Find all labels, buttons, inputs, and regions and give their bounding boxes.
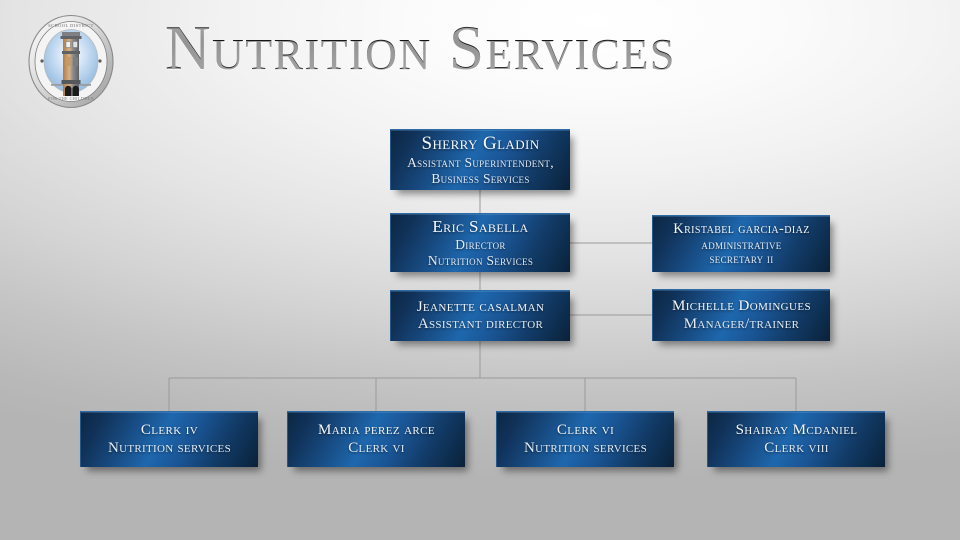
org-node-subtitle-2: Nutrition Services (427, 252, 534, 268)
org-node-subtitle-1: administrative (701, 237, 782, 252)
org-node-jeanette-casalman[interactable]: Jeanette casalman Assistant director (390, 290, 570, 341)
org-node-name: Eric Sabella (432, 217, 529, 237)
org-node-eric-sabella[interactable]: Eric Sabella Director Nutrition Services (390, 213, 570, 272)
svg-text:SCHOOL DISTRICT: SCHOOL DISTRICT (48, 23, 94, 28)
org-node-subtitle-1: Nutrition services (108, 439, 231, 456)
org-node-clerk-iv-nutrition-services[interactable]: Clerk iv Nutrition services (80, 411, 258, 467)
org-node-clerk-vi-nutrition-services[interactable]: Clerk vi Nutrition services (496, 411, 674, 467)
slide-header: SCHOOL DISTRICT FOR THE CHILDREN Nutriti… (0, 0, 960, 115)
school-district-seal-logo: SCHOOL DISTRICT FOR THE CHILDREN (27, 14, 115, 109)
org-node-name: Sherry Gladin (421, 133, 540, 155)
org-node-subtitle-1: Clerk viii (764, 439, 829, 456)
org-node-name: Maria perez arce (317, 422, 436, 439)
org-node-subtitle-1: Manager/trainer (683, 315, 800, 332)
org-node-shairay-mcdaniel[interactable]: Shairay Mcdaniel Clerk viii (707, 411, 885, 467)
org-node-name: Michelle Domingues (672, 298, 811, 315)
svg-text:FOR THE CHILDREN: FOR THE CHILDREN (48, 96, 94, 101)
org-node-kristabel-garcia-diaz[interactable]: Kristabel garcia-diaz administrative sec… (652, 215, 830, 272)
seal-icon: SCHOOL DISTRICT FOR THE CHILDREN (28, 14, 114, 109)
org-node-subtitle-1: Clerk vi (348, 439, 405, 456)
page-title: Nutrition Services (165, 13, 676, 83)
org-node-subtitle-1: Assistant director (417, 316, 544, 332)
org-node-subtitle-1: Director (455, 237, 506, 253)
org-node-subtitle-2: Business Services (431, 171, 530, 187)
org-node-name: Clerk iv (140, 422, 199, 439)
org-node-subtitle-1: Assistant Superintendent, (407, 155, 554, 171)
org-node-name: Jeanette casalman (416, 298, 545, 315)
org-node-sherry-gladin[interactable]: Sherry Gladin Assistant Superintendent, … (390, 129, 570, 190)
org-node-name: Clerk vi (556, 422, 615, 439)
org-node-name: Shairay Mcdaniel (735, 422, 858, 439)
org-node-maria-perez-arce[interactable]: Maria perez arce Clerk vi (287, 411, 465, 467)
org-node-name: Kristabel garcia-diaz (673, 221, 810, 238)
org-node-subtitle-2: secretary ii (709, 252, 774, 267)
org-node-subtitle-1: Nutrition services (524, 439, 647, 456)
org-node-michelle-domingues[interactable]: Michelle Domingues Manager/trainer (652, 289, 830, 341)
